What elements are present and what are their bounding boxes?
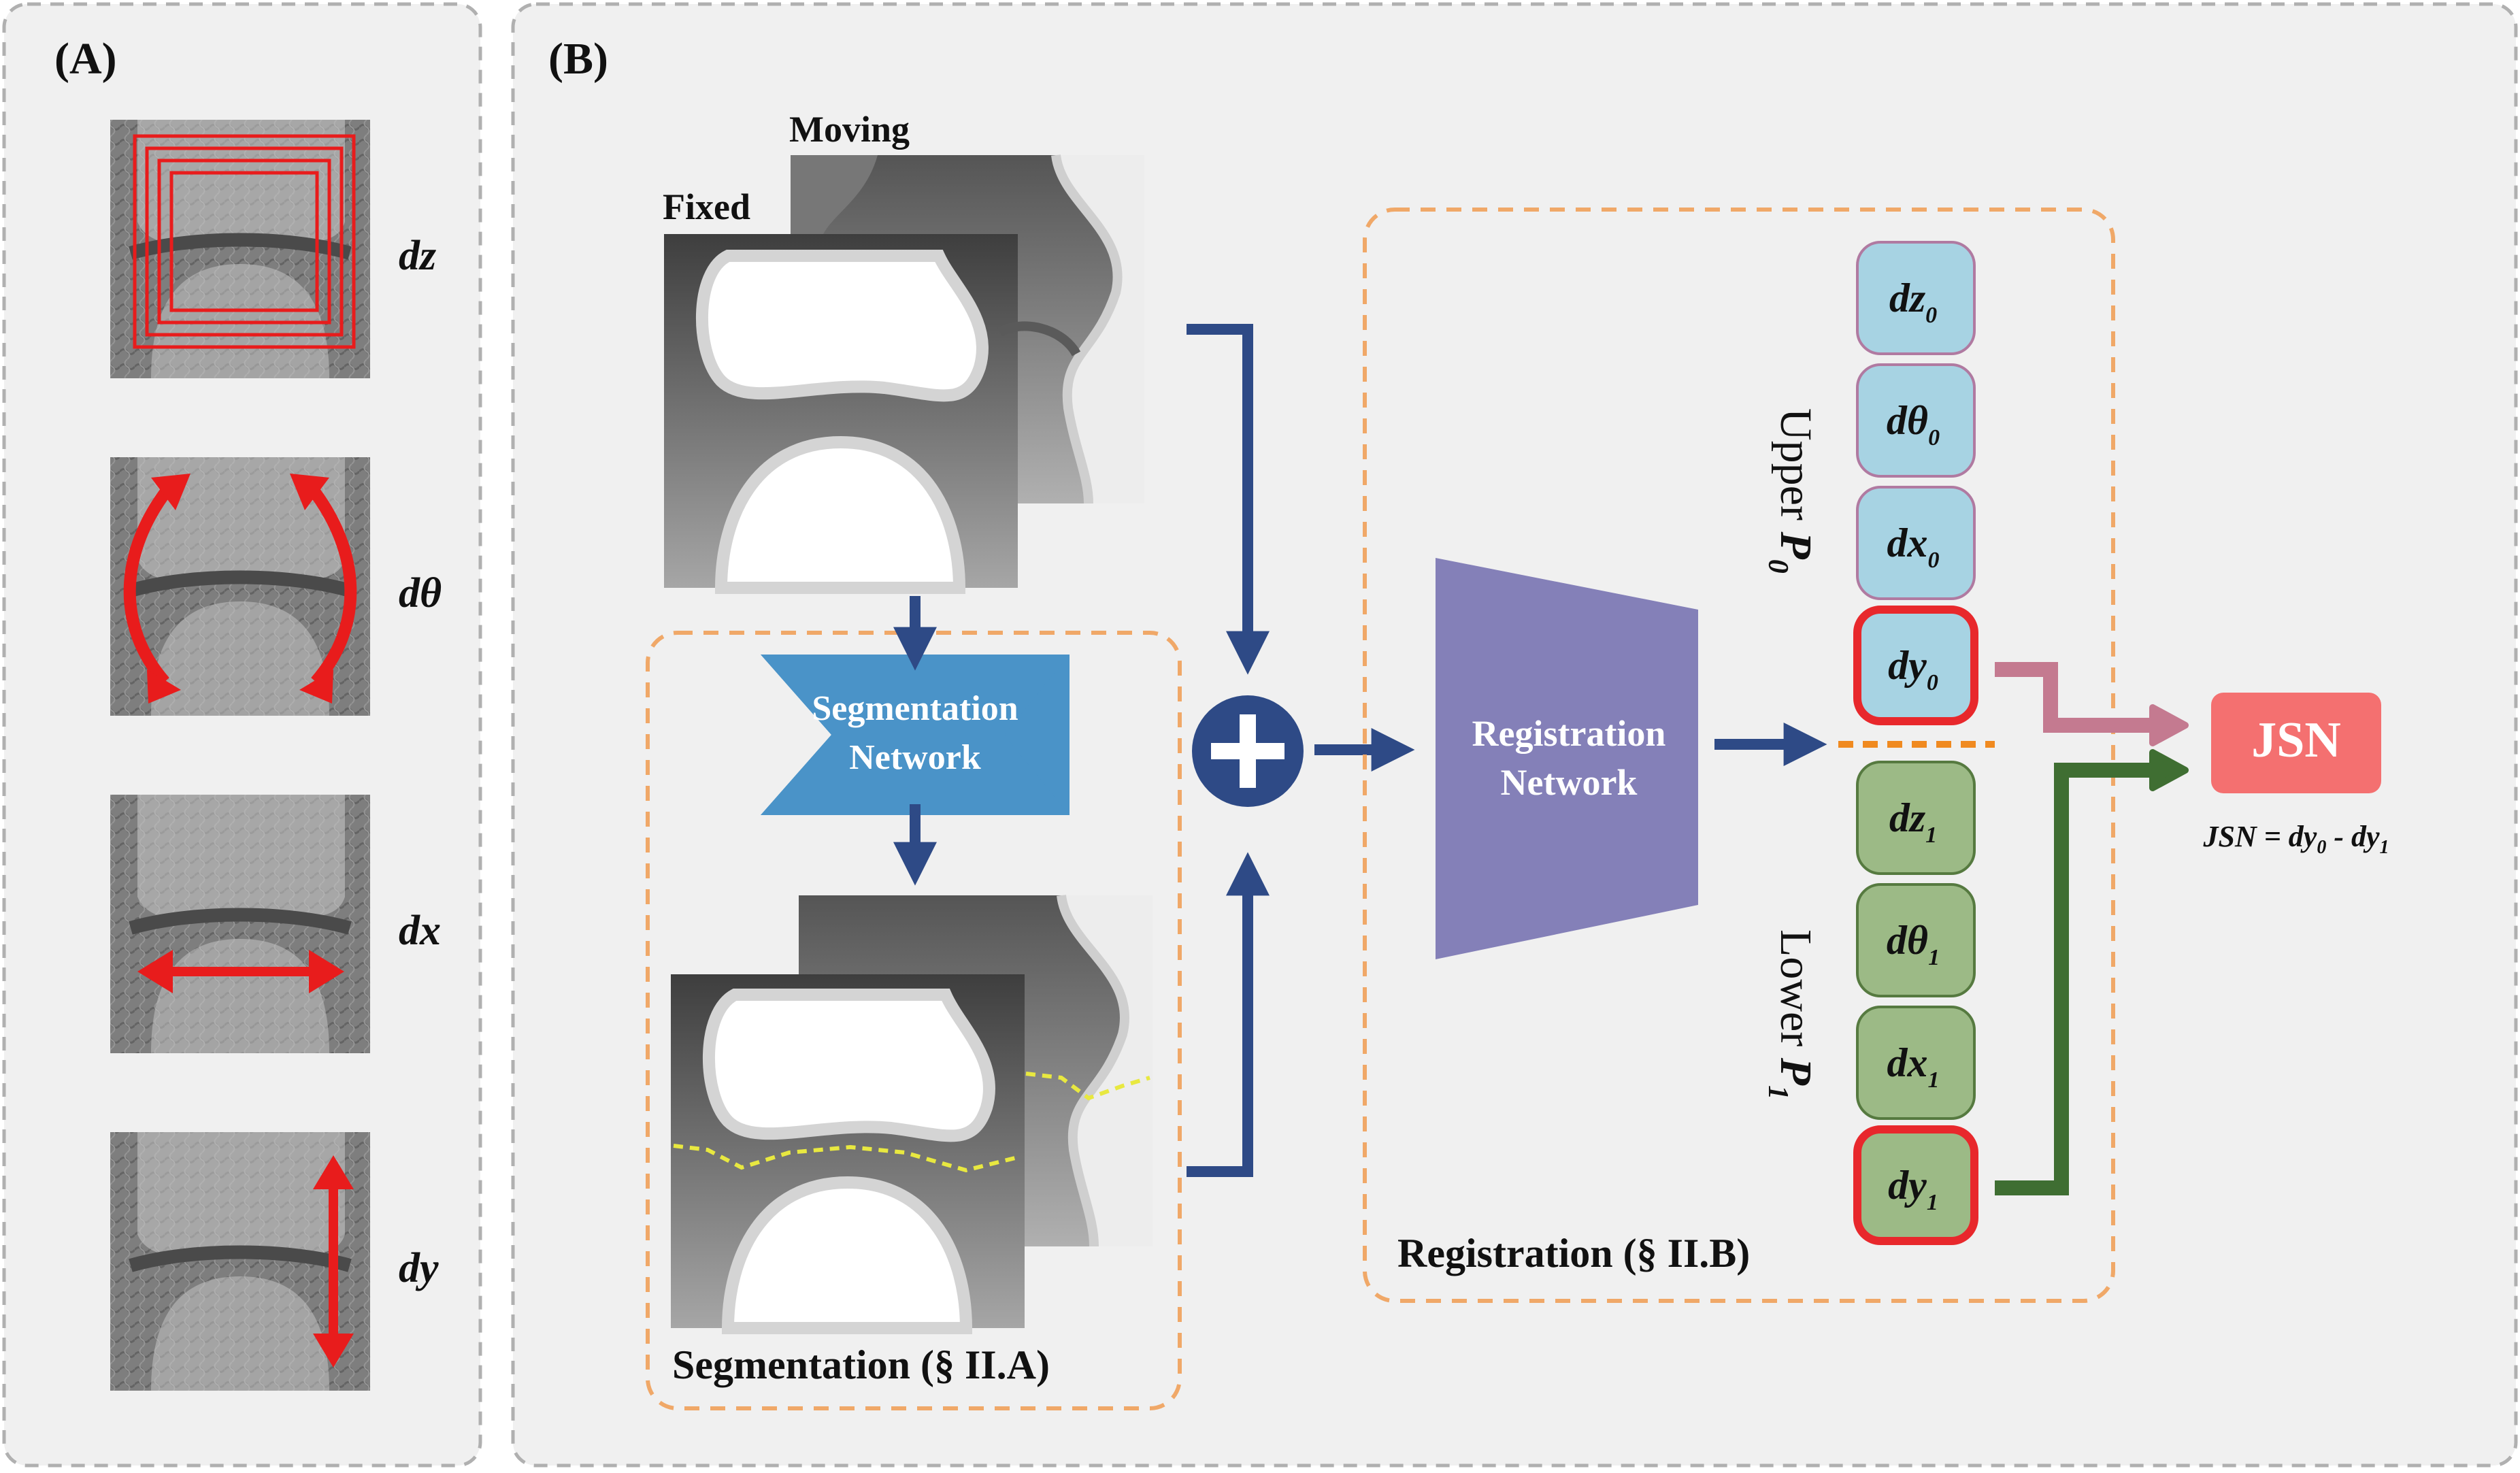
segmentation-network-label: Segmentation	[812, 689, 1018, 728]
lower-to-jsn-arrow	[1995, 763, 2157, 1195]
segmentation-caption: Segmentation (§ II.A)	[672, 1342, 1050, 1387]
param-box: dz0	[1856, 241, 1976, 355]
param-box: dθ0	[1856, 363, 1976, 478]
param-box-label: dθ0	[1887, 398, 1940, 450]
param-box: dz1	[1856, 761, 1976, 875]
panel-b-label: (B)	[548, 34, 608, 84]
flow-arrows	[893, 324, 1827, 1177]
param-label: dθ	[399, 570, 442, 616]
param-box-label: dy1	[1888, 1163, 1938, 1215]
registration-network	[1436, 558, 1698, 959]
radiograph-tile	[110, 795, 370, 1053]
segmentation-network-label: Network	[849, 738, 981, 777]
concat-plus-icon	[1192, 695, 1304, 807]
param-box: dy1	[1853, 1125, 1978, 1245]
param-box: dy0	[1853, 606, 1978, 725]
upper-p0-label: Upper P0	[1762, 408, 1821, 574]
nested-boxes-icon	[133, 134, 356, 349]
jsn-label: JSN	[2251, 712, 2341, 768]
vertical-arrow-icon	[313, 1155, 354, 1368]
param-box-label: dx0	[1887, 520, 1940, 573]
param-box: dx0	[1856, 486, 1976, 600]
jsn-box	[2211, 693, 2381, 793]
fixed-label: Fixed	[663, 186, 750, 227]
param-box-label: dθ1	[1887, 918, 1940, 970]
registration-group	[1363, 208, 2115, 1303]
registration-caption: Registration (§ II.B)	[1397, 1231, 1750, 1276]
svg-text:Lower P1: Lower P1	[1762, 929, 1821, 1099]
svg-text:Upper P0: Upper P0	[1762, 408, 1821, 574]
param-label: dx	[399, 908, 441, 954]
param-box: dx1	[1856, 1006, 1976, 1120]
segmentation-contour	[1025, 1072, 1150, 1101]
param-box-label: dy0	[1888, 643, 1938, 695]
param-label: dz	[399, 233, 436, 279]
segmented-image	[671, 894, 1153, 1334]
lower-p1-label: Lower P1	[1762, 929, 1821, 1099]
param-label: dy	[399, 1245, 439, 1291]
panel-a-label: (A)	[54, 34, 117, 84]
registration-network-label: Registration	[1472, 713, 1666, 754]
param-box-label: dx1	[1887, 1040, 1940, 1093]
registration-network-label: Network	[1501, 762, 1638, 803]
moving-label: Moving	[789, 109, 910, 150]
segmentation-contour	[673, 1144, 1021, 1173]
jsn-formula: JSN = dy0 - dy1	[2202, 820, 2389, 858]
curved-arrows-icon	[123, 474, 357, 704]
upper-to-jsn-arrow	[1995, 662, 2157, 733]
moving-fixed-image	[664, 154, 1144, 594]
param-box: dθ1	[1856, 883, 1976, 997]
horizontal-arrow-icon	[137, 950, 344, 993]
radiograph-tile	[110, 120, 370, 378]
param-box-label: dz1	[1889, 795, 1937, 848]
param-box-label: dz0	[1889, 276, 1937, 328]
